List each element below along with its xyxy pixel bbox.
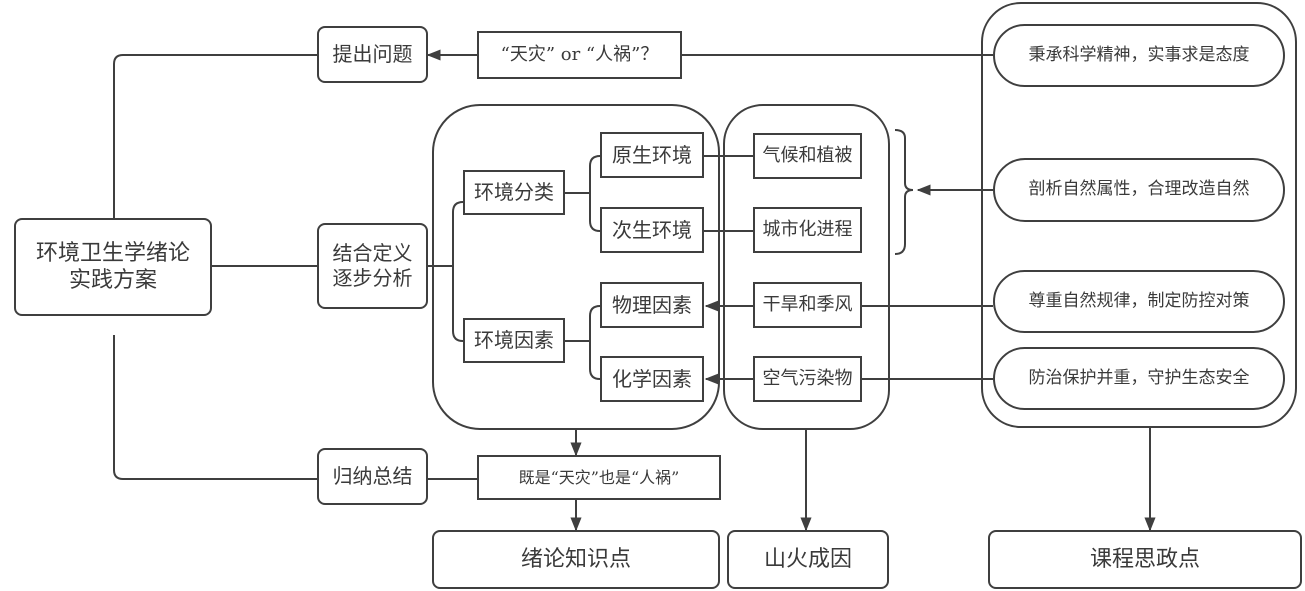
cause-drought-monsoon[interactable]: 干旱和季风: [753, 282, 862, 328]
step-raise-question-label: 提出问题: [332, 42, 413, 66]
step-summarize-label: 归纳总结: [332, 464, 413, 488]
node-env-classification-label: 环境分类: [474, 180, 554, 204]
conclusion-text: 既是“天灾”也是“人祸”: [518, 467, 680, 487]
knowledge-group: [432, 104, 720, 430]
connector-analyze-branches: [452, 201, 464, 342]
step-analyze-line2: 逐步分析: [332, 266, 413, 290]
ideology-item-1-label: 秉承科学精神，实事求是态度: [1028, 44, 1250, 65]
step-analyze-line1: 结合定义: [332, 241, 413, 265]
ideology-item-2[interactable]: 剖析自然属性，合理改造自然: [993, 158, 1285, 222]
output-knowledge-points-label: 绪论知识点: [520, 546, 631, 572]
node-secondary-env-label: 次生环境: [612, 217, 692, 242]
causes-group: [723, 104, 890, 430]
cause-climate-vegetation[interactable]: 气候和植被: [753, 133, 862, 179]
step-analyze[interactable]: 结合定义 逐步分析: [317, 223, 428, 309]
node-env-factors-label: 环境因素: [474, 328, 554, 352]
root-title-line2: 实践方案: [68, 268, 157, 293]
connector-classify-branches: [589, 155, 601, 232]
root-title-line1: 环境卫生学绪论: [35, 240, 190, 266]
ideology-item-4[interactable]: 防治保护并重，守护生态安全: [993, 347, 1285, 410]
node-physical-factors[interactable]: 物理因素: [600, 282, 704, 328]
node-primary-env[interactable]: 原生环境: [600, 132, 704, 178]
output-ideology-points[interactable]: 课程思政点: [988, 530, 1302, 589]
cause-drought-monsoon-label: 干旱和季风: [762, 293, 853, 315]
root-node[interactable]: 环境卫生学绪论 实践方案: [14, 218, 212, 316]
ideology-group: [981, 2, 1297, 428]
cause-urbanization-label: 城市化进程: [762, 218, 853, 240]
output-fire-causes-label: 山火成因: [763, 546, 852, 572]
connector-root-to-summary: [113, 335, 318, 480]
step-raise-question[interactable]: 提出问题: [317, 26, 428, 83]
output-knowledge-points[interactable]: 绪论知识点: [432, 530, 720, 589]
node-chemical-factors[interactable]: 化学因素: [600, 356, 704, 402]
cause-air-pollutants[interactable]: 空气污染物: [753, 356, 862, 402]
connector-factors-branches: [589, 305, 601, 380]
ideology-item-3-label: 尊重自然规律，制定防控对策: [1028, 290, 1250, 311]
node-physical-factors-label: 物理因素: [612, 292, 692, 317]
cause-climate-vegetation-label: 气候和植被: [762, 144, 853, 166]
cause-urbanization[interactable]: 城市化进程: [753, 207, 862, 253]
output-ideology-points-label: 课程思政点: [1089, 546, 1200, 572]
output-fire-causes[interactable]: 山火成因: [727, 530, 889, 589]
brace: [894, 129, 914, 255]
ideology-item-1[interactable]: 秉承科学精神，实事求是态度: [993, 24, 1285, 87]
ideology-item-2-label: 剖析自然属性，合理改造自然: [1028, 179, 1250, 200]
step-summarize[interactable]: 归纳总结: [317, 448, 428, 505]
node-chemical-factors-label: 化学因素: [612, 366, 692, 391]
question-text: “天灾” or “人祸”？: [500, 43, 659, 65]
node-primary-env-label: 原生环境: [612, 142, 692, 167]
ideology-item-3[interactable]: 尊重自然规律，制定防控对策: [993, 270, 1285, 333]
connector-root-to-question: [113, 54, 318, 218]
node-env-factors[interactable]: 环境因素: [463, 318, 565, 363]
cause-air-pollutants-label: 空气污染物: [762, 367, 853, 389]
conclusion-box[interactable]: 既是“天灾”也是“人祸”: [477, 455, 721, 500]
node-env-classification[interactable]: 环境分类: [463, 170, 565, 215]
ideology-item-4-label: 防治保护并重，守护生态安全: [1028, 367, 1250, 388]
node-secondary-env[interactable]: 次生环境: [600, 207, 704, 253]
question-box[interactable]: “天灾” or “人祸”？: [477, 31, 682, 79]
